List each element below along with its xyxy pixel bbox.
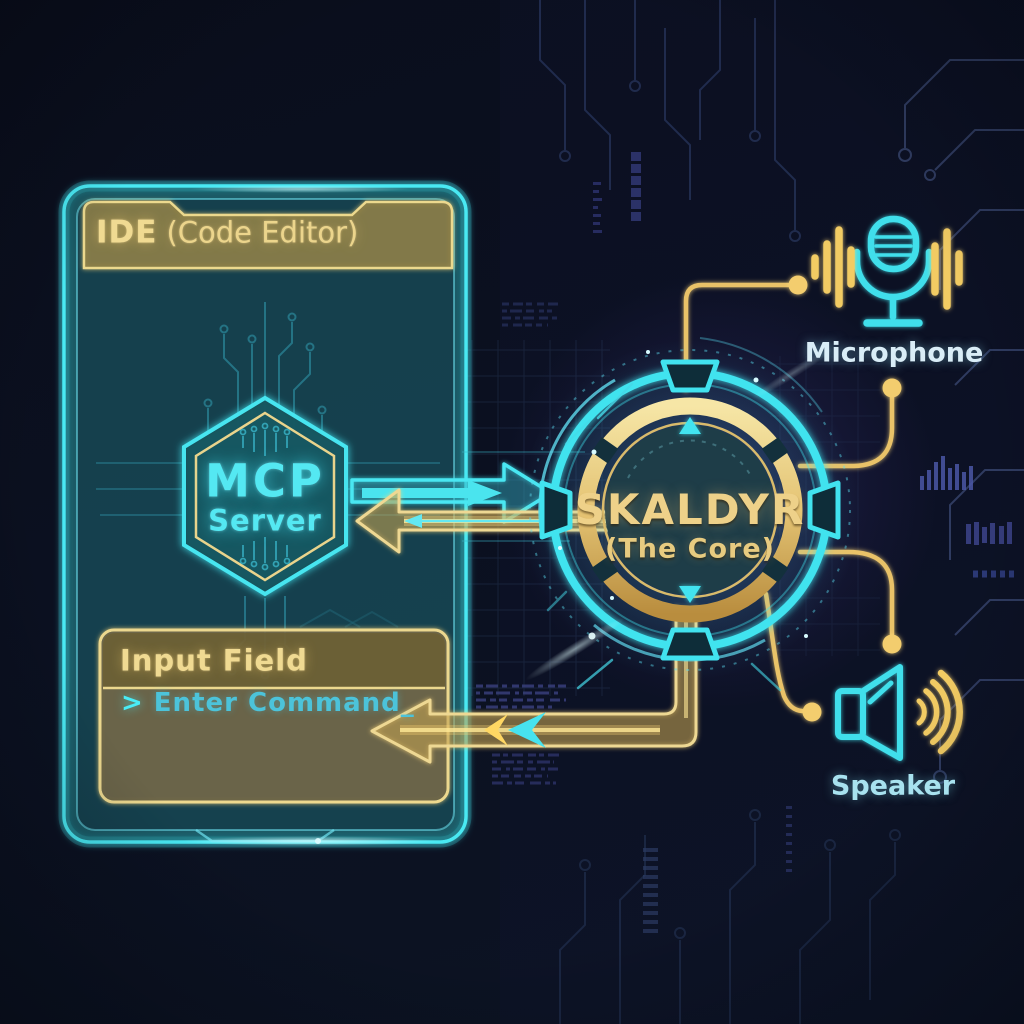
ide-title-primary: IDE [96,214,158,251]
ide-title-secondary: (Code Editor) [166,215,359,250]
mcp-server-label-line1: MCP [205,454,325,508]
microphone-label: Microphone [804,337,984,369]
ide-panel-title: IDE(Code Editor) [96,214,359,251]
core-title: SKALDYR [574,485,806,534]
prompt-caret: > [121,688,144,718]
command-input[interactable]: > Enter Command_ [121,690,415,716]
input-field-label: Input Field [120,643,308,678]
command-input-value[interactable]: Enter Command_ [153,688,415,718]
core-subtitle: (The Core) [604,533,776,565]
speaker-label: Speaker [830,770,956,802]
mcp-server-label-line2: Server [208,503,322,538]
